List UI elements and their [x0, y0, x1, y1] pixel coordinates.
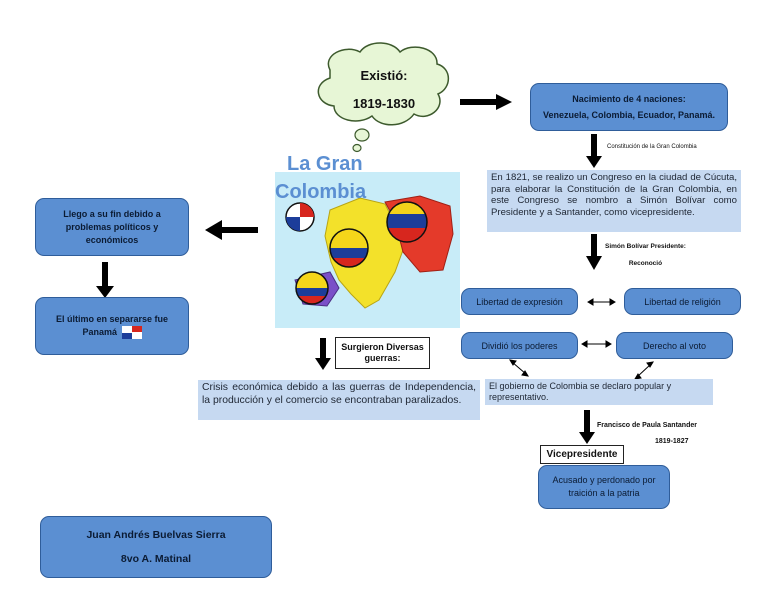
guerras-label: Surgieron Diversas guerras: [335, 337, 430, 369]
double-arrow-poderes-gobierno [509, 359, 529, 377]
arrow-cloud-to-nacimiento [460, 94, 512, 110]
arrow-left-fin [205, 220, 258, 240]
cloud-existio: Existió: [360, 68, 408, 83]
vicepresidente-label: Vicepresidente [540, 445, 624, 464]
bolivar-label: Simón Bolívar Presidente: Reconoció [605, 238, 686, 272]
derecho-voto-node: Derecho al voto [616, 332, 733, 359]
ecuador-ball [295, 271, 329, 305]
map-title: La Gran Colombia [275, 150, 366, 206]
colombia-ball [329, 228, 369, 268]
nacimiento-list: Venezuela, Colombia, Ecuador, Panamá. [542, 110, 716, 120]
panama-text: El último en separarse fue Panamá [50, 313, 174, 340]
gobierno-text: El gobierno de Colombia se declaro popul… [485, 379, 713, 405]
author-node: Juan Andrés Buelvas Sierra 8vo A. Matina… [40, 516, 272, 578]
title-line1: La Gran [287, 153, 363, 175]
title-line2: Colombia [275, 181, 367, 203]
bolivar-line1: Simón Bolívar Presidente: [605, 243, 686, 250]
santander-years: 1819-1827 [655, 438, 689, 445]
panama-flag-icon [121, 326, 142, 340]
venezuela-ball [386, 201, 428, 243]
santander-name: Francisco de Paula Santander [597, 422, 697, 429]
crisis-text: Crisis económica debido a las guerras de… [198, 380, 480, 420]
author-group: 8vo A. Matinal [120, 553, 192, 565]
libertad-expresion-node: Libertad de expresión [461, 288, 578, 315]
congreso-text: En 1821, se realizo un Congreso en la ci… [487, 170, 741, 232]
arrow-down-bolivar [586, 234, 602, 270]
double-arrow-libertades [587, 298, 616, 306]
santander-label: Francisco de Paula Santander 1819-1827 [597, 418, 697, 450]
panama-label: El último en separarse fue Panamá [55, 313, 169, 337]
map-image [275, 172, 460, 328]
nacimiento-node: Nacimiento de 4 naciones: Venezuela, Col… [530, 83, 728, 131]
arrow-down-santander [579, 410, 595, 444]
panama-node: El último en separarse fue Panamá [35, 297, 189, 355]
double-arrow-poderes-voto [581, 340, 612, 348]
fin-node: Llego a su fin debido a problemas políti… [35, 198, 189, 256]
bolivar-line2: Reconoció [628, 260, 663, 267]
countryballs-map [285, 195, 454, 309]
double-arrow-voto-gobierno [634, 361, 654, 380]
arrow-down-panama [96, 262, 114, 298]
arrow-down-constitucion [586, 134, 602, 168]
cloud-text: Existió: 1819-1830 [338, 62, 430, 118]
thought-cloud [317, 42, 450, 153]
constitucion-label: Constitución de la Gran Colombia [607, 144, 697, 150]
nacimiento-title: Nacimiento de 4 naciones: [572, 94, 686, 104]
cloud-years: 1819-1830 [352, 96, 416, 111]
acusado-node: Acusado y perdonado por traición a la pa… [538, 465, 670, 509]
panama-ball [285, 202, 315, 232]
arrow-down-guerras [315, 338, 331, 370]
author-name: Juan Andrés Buelvas Sierra [86, 529, 226, 541]
dividio-poderes-node: Dividió los poderes [461, 332, 578, 359]
libertad-religion-node: Libertad de religión [624, 288, 741, 315]
